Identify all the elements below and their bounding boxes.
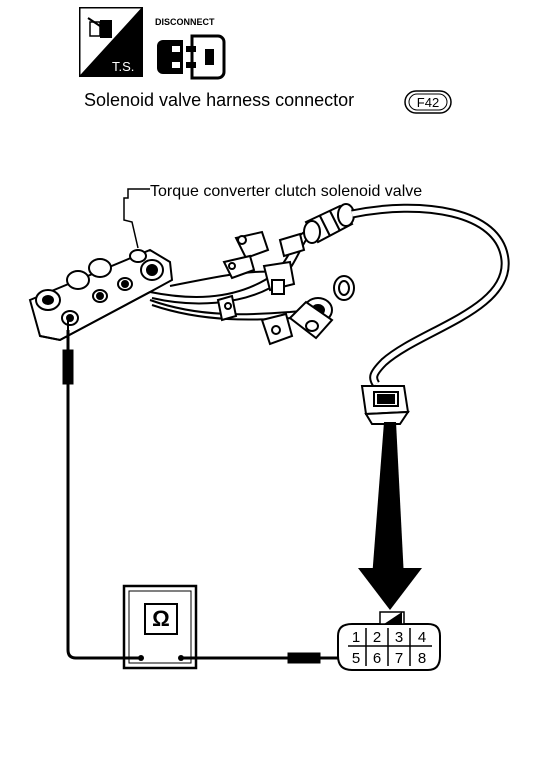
connector-code-badge: F42: [404, 90, 452, 114]
pin-6: 6: [373, 650, 381, 667]
harness-connector: [360, 385, 410, 425]
test-leads: [66, 330, 338, 660]
connector-code: F42: [417, 95, 439, 110]
pin-3: 3: [395, 629, 403, 646]
callout-leader: [123, 188, 150, 249]
ohmmeter-icon: Ω: [122, 584, 198, 670]
pin-1: 1: [352, 629, 360, 646]
harness-cable: [351, 203, 510, 387]
pin-5: 5: [352, 650, 360, 667]
connector-title: Solenoid valve harness connector: [84, 90, 354, 110]
solenoid-valve-assembly: [28, 248, 174, 342]
down-arrow-icon: [358, 422, 422, 610]
probe-tips: [62, 318, 338, 664]
pin-7: 7: [395, 650, 403, 667]
disconnect-icon: DISCONNECT: [155, 17, 226, 80]
pin-2: 2: [373, 629, 381, 646]
ts-badge-label: T.S.: [112, 59, 134, 74]
ohm-symbol: Ω: [152, 606, 170, 631]
harness-clips: [216, 230, 355, 346]
pin-8: 8: [418, 650, 426, 667]
pin-4: 4: [418, 629, 426, 646]
callout-label: Torque converter clutch solenoid valve: [150, 183, 422, 200]
ts-icon: T.S.: [79, 7, 144, 78]
harness-grommet: [303, 203, 355, 244]
disconnect-label: DISCONNECT: [155, 17, 215, 27]
connector-face: 1 2 3 4 5 6 7 8: [337, 611, 441, 671]
